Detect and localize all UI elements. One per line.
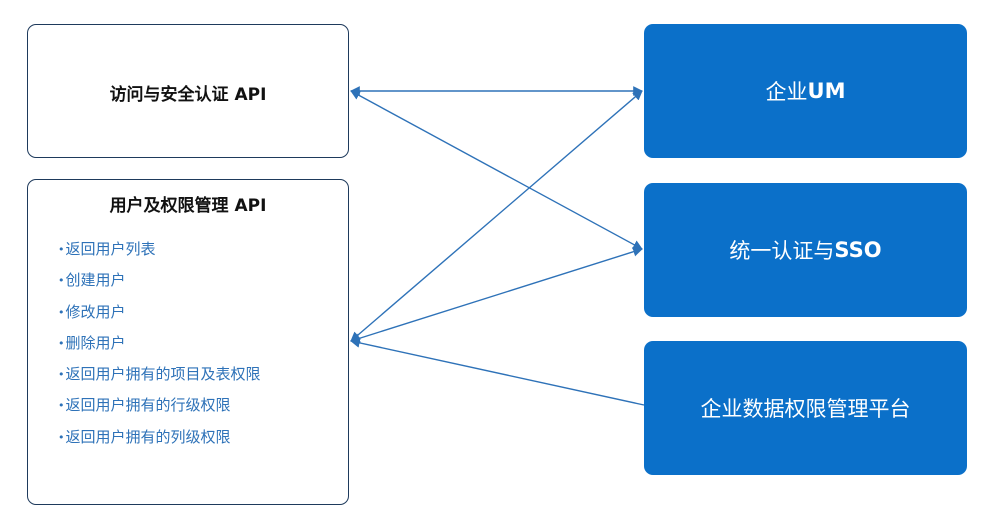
list-item: 创建用户	[58, 270, 261, 301]
data-permission-platform-box: 企业数据权限管理平台	[644, 341, 967, 475]
arrow-user-um	[350, 90, 643, 342]
list-item: 返回用户拥有的项目及表权限	[58, 364, 261, 395]
user-permission-api-box: 用户及权限管理 API 返回用户列表 创建用户 修改用户 删除用户 返回用户拥有…	[27, 179, 349, 505]
arrow-access-sso	[350, 90, 643, 250]
enterprise-um-label-bold: UM	[807, 79, 846, 103]
data-permission-platform-label: 企业数据权限管理平台	[700, 397, 911, 421]
list-item: 修改用户	[58, 302, 261, 333]
list-item: 返回用户拥有的列级权限	[58, 427, 261, 458]
access-auth-api-box: 访问与安全认证 API	[27, 24, 349, 158]
user-permission-api-title: 用户及权限管理 API	[109, 196, 267, 216]
arrow-user-data	[350, 338, 645, 406]
list-item: 返回用户列表	[58, 239, 261, 270]
access-auth-api-title: 访问与安全认证 API	[109, 85, 267, 105]
list-item: 返回用户拥有的行级权限	[58, 395, 261, 426]
unified-auth-label: 统一认证与	[729, 239, 835, 263]
unified-auth-label-bold: SSO	[834, 238, 882, 262]
arrow-user-sso	[350, 246, 643, 344]
user-api-list: 返回用户列表 创建用户 修改用户 删除用户 返回用户拥有的项目及表权限 返回用户…	[58, 239, 261, 458]
list-item: 删除用户	[58, 333, 261, 364]
enterprise-um-label: 企业	[765, 80, 808, 104]
